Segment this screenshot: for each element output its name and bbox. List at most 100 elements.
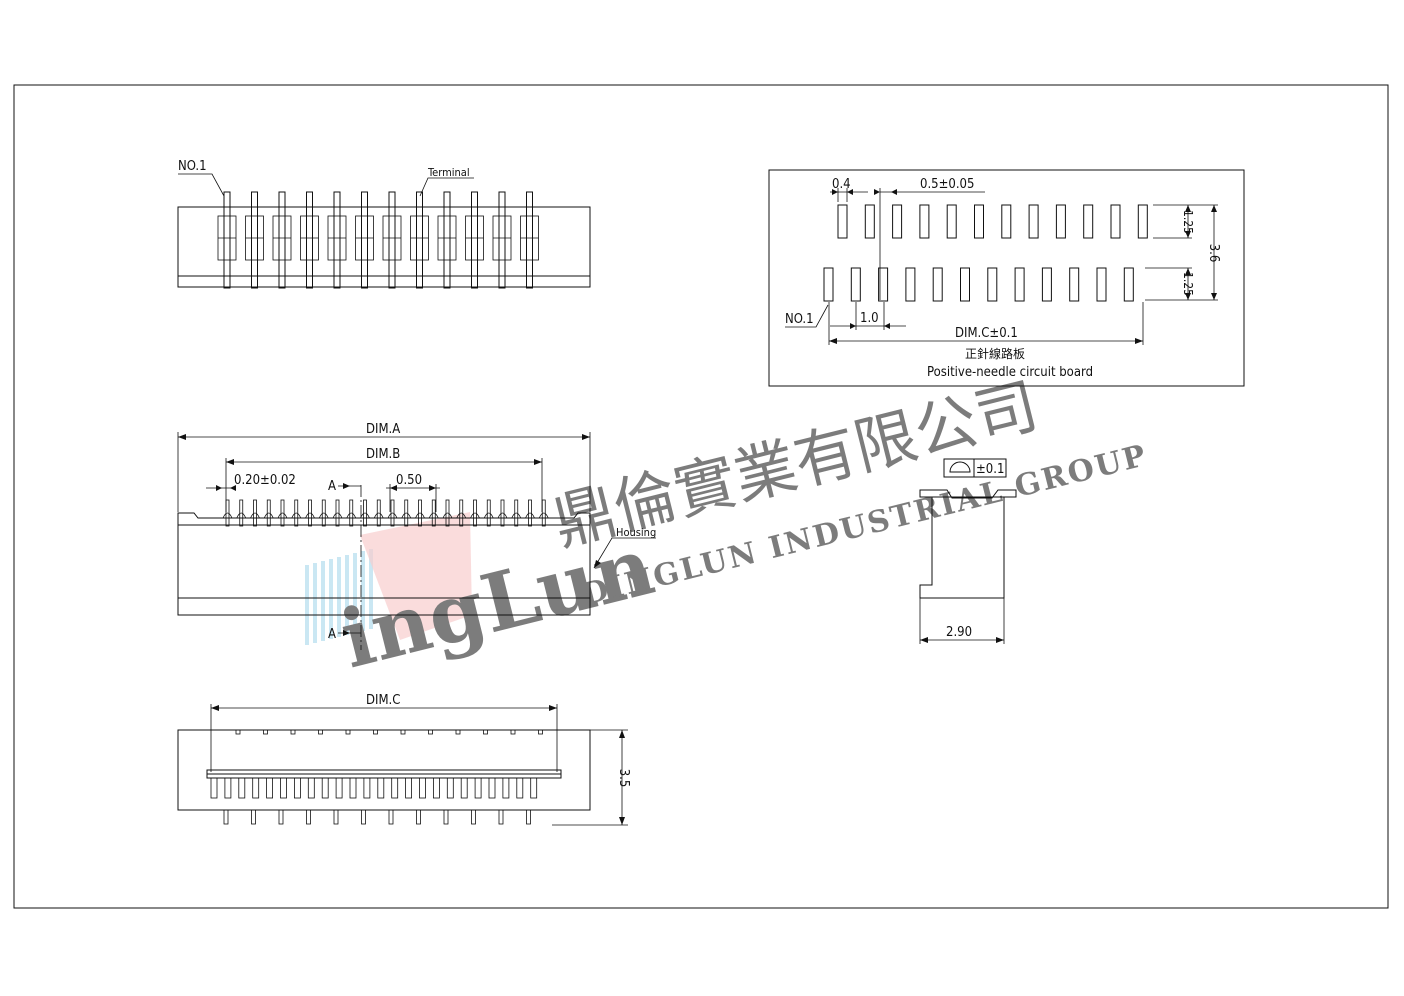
contact-tip	[263, 512, 274, 519]
no1-label-top: NO.1	[178, 159, 207, 174]
contact-blade	[404, 499, 409, 527]
terminal-pin	[306, 191, 313, 289]
terminal-pins	[217, 191, 539, 289]
contact-tip	[250, 512, 260, 519]
contact-blade	[486, 499, 491, 527]
pitch-tolerance-label: 0.20±0.02	[234, 473, 296, 488]
contact-blade	[541, 499, 546, 527]
pcb-pad-bottom	[850, 267, 861, 302]
pcb-layout: 0.4 0.5±0.05 1.25 3.6 1.25 NO.1 1.0 DIM.…	[768, 169, 1245, 387]
bottom-housing	[177, 729, 591, 811]
pcb-frame	[768, 169, 1245, 387]
contact-tip	[387, 512, 398, 519]
bottom-pin-slot	[474, 777, 482, 799]
terminal-pin	[278, 191, 286, 289]
bottom-pin-slot	[321, 777, 329, 799]
terminal-pin	[526, 191, 533, 289]
pcb-125-top-label: 1.25	[1181, 210, 1195, 234]
contact-blade	[473, 499, 477, 527]
contact-tip	[277, 512, 288, 519]
logo-stripe	[353, 553, 357, 633]
bottom-pin-slot	[405, 777, 413, 799]
top-pin-mark	[538, 729, 543, 735]
pcb-dim-c-label: DIM.C±0.1	[955, 326, 1018, 341]
logo-stripe	[329, 559, 333, 639]
pcb-36-label: 3.6	[1206, 244, 1221, 263]
pitch-label: 0.50	[396, 473, 422, 488]
bottom-pin-tail	[278, 809, 284, 825]
bottom-pin-tail	[471, 809, 476, 825]
contact-blade	[239, 499, 244, 527]
width-290-label: 2.90	[946, 625, 972, 640]
top-pin-mark	[235, 729, 241, 735]
pcb-pad-top	[864, 204, 875, 239]
pcb-10-label: 1.0	[860, 311, 879, 326]
bottom-pin-slot	[238, 777, 246, 799]
contact-blade	[459, 499, 464, 527]
bottom-pin-tail	[498, 809, 504, 825]
top-pin-mark	[318, 729, 323, 735]
contact-tip	[222, 512, 233, 519]
bottom-pin-slot	[252, 777, 260, 799]
bottom-pin-slot	[293, 777, 301, 799]
flatness-label: ±0.1	[976, 462, 1004, 477]
logo-stripe	[321, 561, 325, 641]
top-pin-mark	[428, 729, 433, 735]
profile-outline	[919, 489, 1017, 599]
contact-tip	[291, 512, 302, 519]
bottom-pin-slot	[432, 777, 440, 799]
contact-tip	[346, 512, 357, 519]
contact-blade	[445, 499, 450, 527]
logo-stripe	[313, 563, 317, 643]
bottom-pin-slot	[530, 777, 538, 799]
housing-body	[177, 206, 591, 288]
top-pin-mark	[510, 729, 516, 735]
contact-tip	[511, 512, 522, 519]
housing-label: Housing	[616, 526, 656, 539]
terminal-pin	[333, 191, 341, 289]
pcb-pad-bottom	[905, 267, 916, 302]
section-a-top: A	[328, 479, 336, 494]
pcb-pad-top	[974, 204, 984, 239]
terminal-label: Terminal	[427, 166, 470, 179]
logo-swoosh	[360, 512, 472, 640]
bottom-pin-slot	[516, 777, 524, 799]
dim-c-label-bottom: DIM.C	[366, 693, 400, 708]
bottom-pin-slot	[349, 777, 357, 799]
height-35-label: 3.5	[616, 769, 631, 788]
bottom-pin-tail	[388, 809, 394, 825]
terminal-pin	[498, 191, 506, 289]
bottom-pin-slot	[446, 777, 454, 799]
contact-blade	[431, 499, 436, 527]
top-pin-mark	[263, 729, 268, 735]
pcb-pad-top	[946, 204, 957, 239]
contact-tip	[415, 512, 425, 519]
pcb-pad-top	[892, 204, 903, 239]
pcb-pad-top	[1055, 204, 1066, 239]
pcb-pad-top	[1028, 204, 1039, 239]
bottom-pin-slot	[224, 777, 232, 799]
contact-tip	[236, 512, 247, 519]
bottom-pin-slot	[280, 777, 287, 799]
bottom-pin-tail	[251, 809, 256, 825]
logo-stripe	[337, 557, 341, 637]
contact-tip	[373, 512, 384, 519]
top-pin-mark	[345, 729, 351, 735]
pcb-title-en: Positive-needle circuit board	[927, 365, 1093, 380]
dim-a-label: DIM.A	[366, 422, 400, 437]
bottom-pin-slot	[488, 777, 496, 799]
bottom-pin-tail	[223, 809, 229, 825]
contact-tip	[360, 512, 370, 519]
terminal-pin	[416, 191, 423, 289]
top-pin-mark	[400, 729, 406, 735]
pcb-pad-top	[1110, 204, 1121, 239]
terminal-pin	[223, 191, 231, 289]
pcb-pad-bottom	[932, 267, 943, 302]
contact-tip	[525, 512, 535, 519]
pcb-pad-top	[1137, 204, 1148, 239]
pcb-title-cn: 正針線路板	[965, 346, 1025, 361]
logo-stripes	[305, 549, 373, 645]
contact-blade	[266, 499, 271, 527]
